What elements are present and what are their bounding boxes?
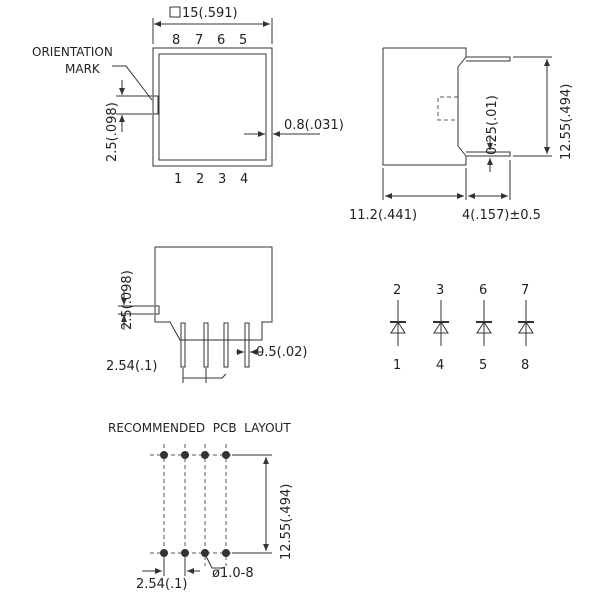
pcb-height-dim-label: 12.55(.494) [279,484,294,560]
schem-top-pin-2: 2 [393,283,401,298]
side-height-dim-label: 12.55(.494) [559,84,574,160]
pcb-top-row [150,451,240,459]
front-pitch-dim-label: 2.54(.1) [106,359,158,374]
square-symbol [169,6,181,18]
pcb-pitch-dim-label: 2.54(.1) [136,577,188,592]
schem-bottom-pin-5: 5 [479,358,487,373]
schem-top-pin-3: 3 [436,283,444,298]
front-lead-2 [203,322,209,368]
diode-3 [476,300,492,346]
pcb-layout: RECOMMENDED PCB LAYOUT 12.55(.494) [108,421,294,592]
pcb-hole [160,549,168,557]
side-lead-top [466,56,511,62]
front-lead-4 [244,322,250,368]
pcb-hole [201,549,209,557]
orientation-mark [152,95,159,115]
side-body [382,47,467,166]
schematic: 2 3 6 7 1 4 5 8 [390,283,534,373]
front-lead-3 [223,322,229,368]
pcb-bottom-row [150,549,240,557]
front-lead-1 [180,322,186,368]
front-mark-dim-label: 2.5(.098) [120,270,135,330]
top-mark-dim-label: 2.5(.098) [105,102,120,162]
top-pin-4: 4 [240,172,248,187]
side-width-dim-label: 11.2(.441) [349,208,417,223]
top-body-inner [158,53,267,161]
schem-top-pin-6: 6 [479,283,487,298]
schem-bottom-pin-4: 4 [436,358,444,373]
pcb-hole-dim-label: ø1.0-8 [212,566,254,581]
front-orientation-mark [154,305,160,315]
orientation-label-1: ORIENTATION [32,45,113,59]
pcb-hole [160,451,168,459]
side-offset-dim-label: 0.25(.01) [485,95,500,155]
pcb-title: RECOMMENDED PCB LAYOUT [108,421,291,435]
top-pin-8: 8 [172,33,180,48]
diode-2 [433,300,449,346]
schem-top-pin-7: 7 [521,283,529,298]
pcb-hole [201,451,209,459]
top-pin-3: 3 [218,172,226,187]
pcb-hole [181,549,189,557]
schem-bottom-pin-1: 1 [393,358,401,373]
orientation-label-2: MARK [65,62,101,76]
side-view: 0.25(.01) 12.55(.494) 11.2(.441) 4(.157)… [349,47,574,223]
top-wall-dim-label: 0.8(.031) [284,118,344,133]
pcb-hole [181,451,189,459]
side-lead-bottom [466,151,511,157]
pcb-hole [222,451,230,459]
diode-1 [390,300,406,346]
front-lead-width-dim-label: 0.5(.02) [256,345,308,360]
pcb-hole [222,549,230,557]
top-pin-2: 2 [196,172,204,187]
front-body [154,246,273,341]
top-pin-6: 6 [217,33,225,48]
top-body-outer [152,47,273,167]
diode-4 [518,300,534,346]
top-pin-1: 1 [174,172,182,187]
top-view: 15(.591) 8 7 6 5 ORIENTATION MARK 2.5(.0… [32,6,344,187]
side-lead-dim-label: 4(.157)±0.5 [462,208,541,223]
schem-bottom-pin-8: 8 [521,358,529,373]
top-pin-7: 7 [195,33,203,48]
top-size-label: 15(.591) [182,6,238,21]
top-pin-5: 5 [239,33,247,48]
front-view: 2.5(.098) 2.54(.1) 0.5(.02) [106,246,308,383]
